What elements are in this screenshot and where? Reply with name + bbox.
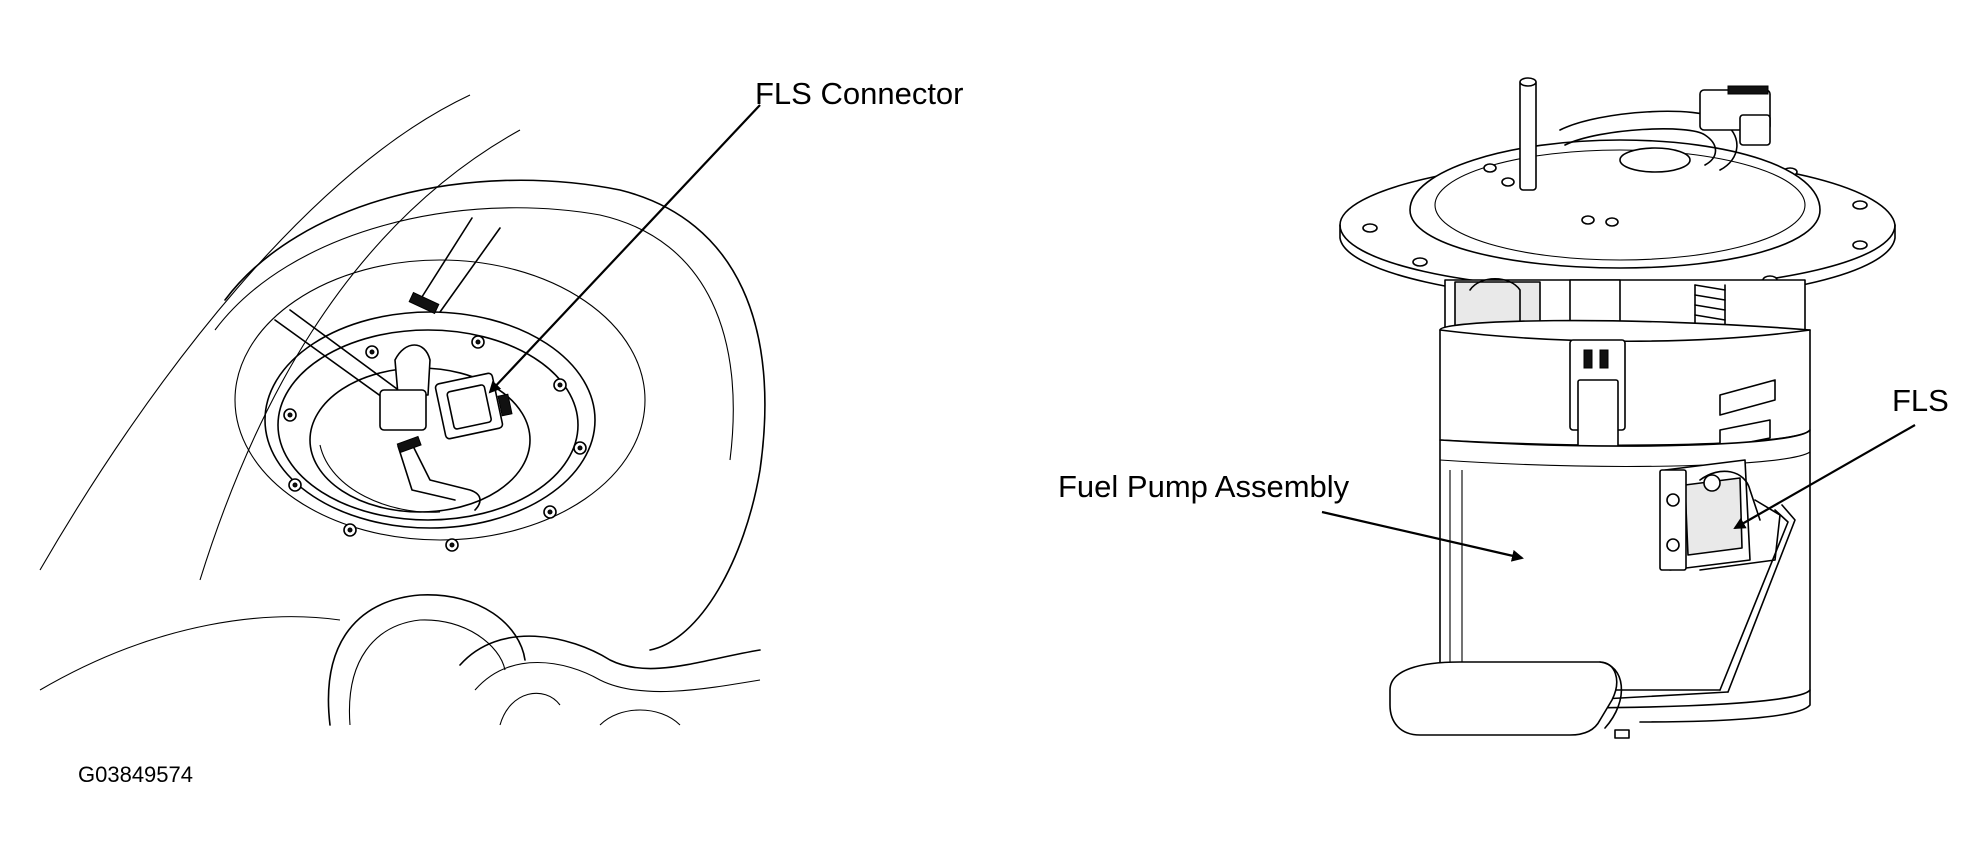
figure-id: G03849574 [78, 762, 193, 787]
fls-sender-shape [1659, 459, 1781, 571]
ring-bolts [283, 335, 587, 552]
tank-top-view [39, 94, 766, 726]
fls-connector-label: FLS Connector [755, 76, 964, 111]
fuel-hoses [274, 217, 501, 511]
fuel-pump-assembly-label: Fuel Pump Assembly [1058, 469, 1350, 504]
fls-connector-shape [434, 372, 513, 440]
fuel-pump-assembly-leader [1321, 510, 1524, 562]
fls-connector-leader [488, 104, 761, 394]
fls-label: FLS [1892, 383, 1949, 418]
fuel-pump-assembly-view [1339, 77, 1896, 739]
fls-leader [1733, 424, 1916, 529]
